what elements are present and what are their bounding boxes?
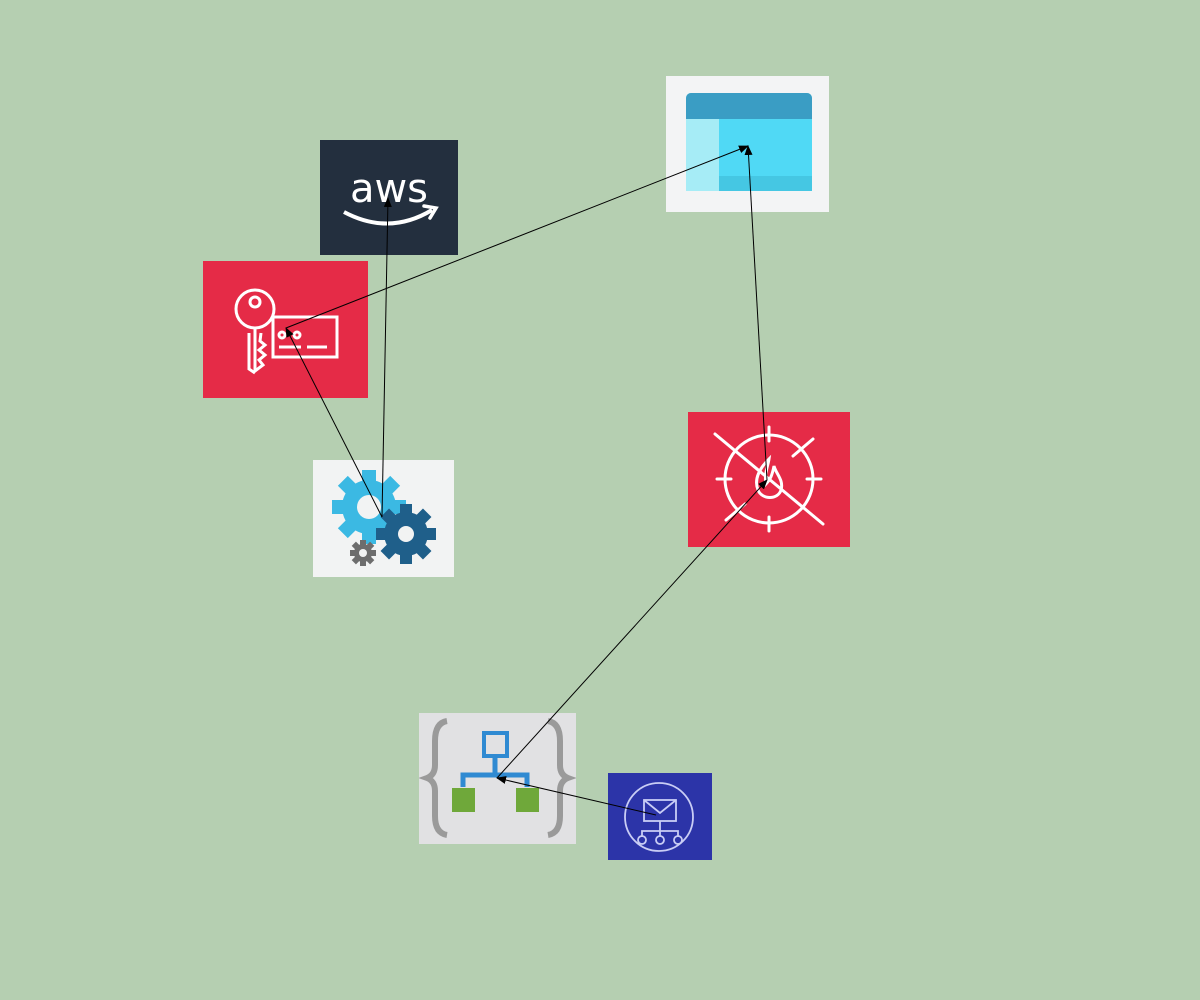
aws-logo-node[interactable]: aws [320,140,458,255]
aws-logo-icon: aws [320,140,458,255]
logic-app-icon [419,713,576,844]
key-management-node[interactable] [203,261,368,398]
firewall-target-icon [688,412,850,547]
app-window-node[interactable] [666,76,829,212]
sns-notification-node[interactable] [608,773,712,860]
app-window-icon [666,76,829,212]
aws-logo-text: aws [350,166,428,212]
gears-icon [313,460,454,577]
firewall-node[interactable] [688,412,850,547]
sns-notification-icon [608,773,712,860]
key-certificate-icon [203,261,368,398]
logic-app-node[interactable] [419,713,576,844]
settings-gears-node[interactable] [313,460,454,577]
